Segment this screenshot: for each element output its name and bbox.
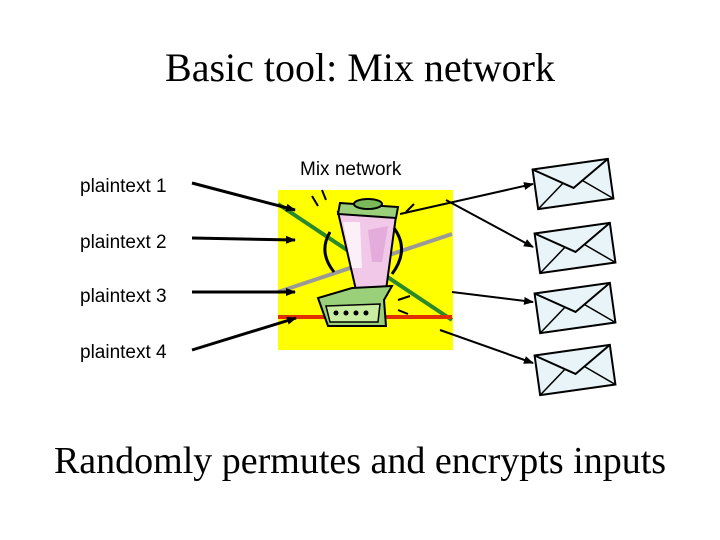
input-arrow-2 (191, 235, 296, 244)
input-arrow-1 (191, 181, 296, 212)
envelope-icon (533, 343, 617, 397)
plaintext-label-2: plaintext 2 (80, 232, 167, 253)
envelope-icon (531, 157, 615, 211)
output-arrow-1 (399, 182, 534, 215)
plaintext-label-1: plaintext 1 (80, 176, 167, 197)
mix-network-label: Mix network (300, 159, 402, 180)
output-arrow-3 (451, 291, 534, 305)
input-arrow-4 (191, 316, 297, 352)
plaintext-label-4: plaintext 4 (80, 342, 167, 363)
envelope-icon (533, 221, 617, 275)
plaintext-label-3: plaintext 3 (80, 286, 167, 307)
slide-caption: Randomly permutes and encrypts inputs (53, 440, 667, 482)
blender-icon (311, 189, 415, 327)
envelope-icon (533, 281, 617, 335)
output-arrow-2 (445, 199, 534, 248)
slide-title: Basic tool: Mix network (165, 45, 555, 90)
output-arrow-4 (439, 329, 534, 364)
